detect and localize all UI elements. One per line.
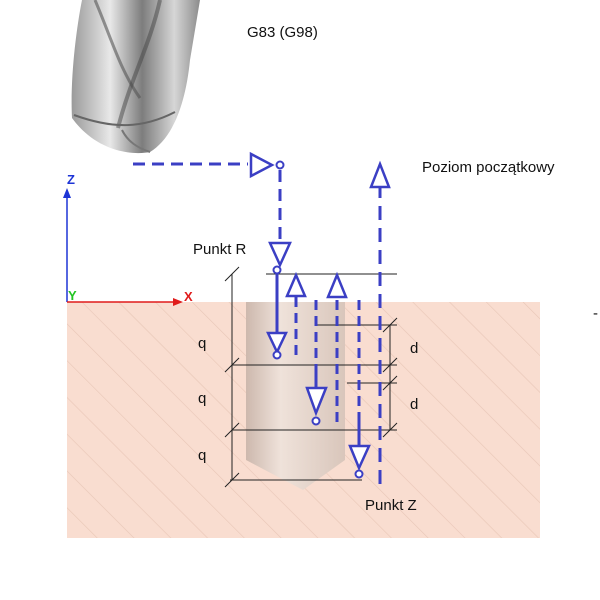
coordinate-axes: Z Y X [63,172,193,306]
path-points [272,160,364,479]
z-axis-label: Z [67,172,75,187]
up-arrow-icon [369,160,391,189]
d-dimension: d d [382,317,418,438]
y-axis-label: Y [68,288,77,303]
point-r-label: Punkt R [193,241,247,258]
x-axis-label: X [184,289,193,304]
right-arrow-icon [249,151,275,179]
drilled-hole [246,302,345,490]
q-label-2: q [198,390,206,407]
initial-level-label: Poziom początkowy [422,159,555,176]
up-arrow-icon [326,271,348,299]
tool-path [133,162,382,484]
up-arrow-icon [285,271,307,298]
d-label-2: d [410,396,418,413]
down-arrow-icon [305,386,328,417]
q-label-1: q [198,335,206,352]
down-arrow-icon [268,241,292,269]
down-arrow-icon [348,444,371,472]
cycle-title: G83 (G98) [247,24,318,41]
down-arrow-icon [266,331,288,355]
stray-mark: - [593,305,598,322]
d-label-1: d [410,340,418,357]
point-z-label: Punkt Z [365,497,417,514]
q-dimension: q q q [198,266,240,488]
q-label-3: q [198,447,206,464]
drill-bit-icon [71,0,200,154]
